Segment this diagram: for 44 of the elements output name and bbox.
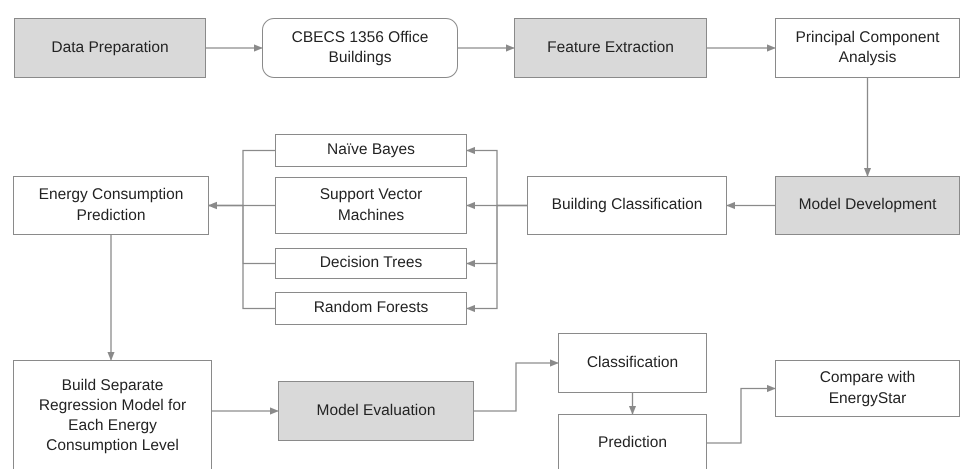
node-label: Prediction — [598, 432, 667, 453]
process-box — [558, 333, 707, 393]
process-box — [775, 18, 960, 78]
node-label: Energy Consumption Prediction — [38, 185, 184, 226]
arrow — [458, 44, 515, 52]
process-box — [275, 134, 467, 167]
process-box — [558, 414, 707, 469]
arrow — [707, 44, 776, 52]
node-label: Feature Extraction — [547, 38, 674, 58]
node-label: Building Classification — [552, 195, 702, 216]
arrow — [107, 235, 115, 361]
node-label: CBECS 1356 Office Buildings — [290, 28, 430, 68]
arrow — [212, 407, 279, 415]
arrow — [628, 393, 636, 415]
arrow — [208, 202, 275, 310]
node-label: Naïve Bayes — [327, 140, 415, 160]
node-label: Decision Trees — [320, 253, 422, 274]
process-box — [275, 177, 467, 234]
node-label: Build Separate Regression Model for Each Energy Consumption Level — [38, 376, 188, 456]
process-box — [775, 176, 960, 235]
process-box — [13, 360, 212, 469]
node-label: Support Vector Machines — [318, 185, 424, 226]
arrow — [206, 44, 263, 52]
arrow — [707, 384, 776, 444]
arrow — [864, 78, 872, 177]
process-box — [775, 360, 960, 417]
process-box — [275, 248, 467, 279]
arrow — [474, 359, 559, 412]
arrow — [726, 202, 775, 210]
node-label: Principal Component Analysis — [794, 28, 940, 68]
arrow — [466, 204, 527, 312]
process-box — [13, 176, 209, 235]
node-label: Data Preparation — [51, 38, 169, 58]
node-label: Compare with EnergyStar — [818, 368, 916, 408]
process-box — [514, 18, 707, 78]
process-box — [14, 18, 206, 78]
process-box — [278, 381, 474, 441]
node-label: Model Development — [798, 195, 936, 216]
node-label: Random Forests — [314, 298, 428, 318]
node-label: Classification — [586, 352, 678, 373]
rounded-process-box — [262, 18, 458, 78]
process-box — [527, 176, 727, 235]
process-box — [275, 292, 467, 325]
node-label: Model Evaluation — [316, 400, 436, 421]
